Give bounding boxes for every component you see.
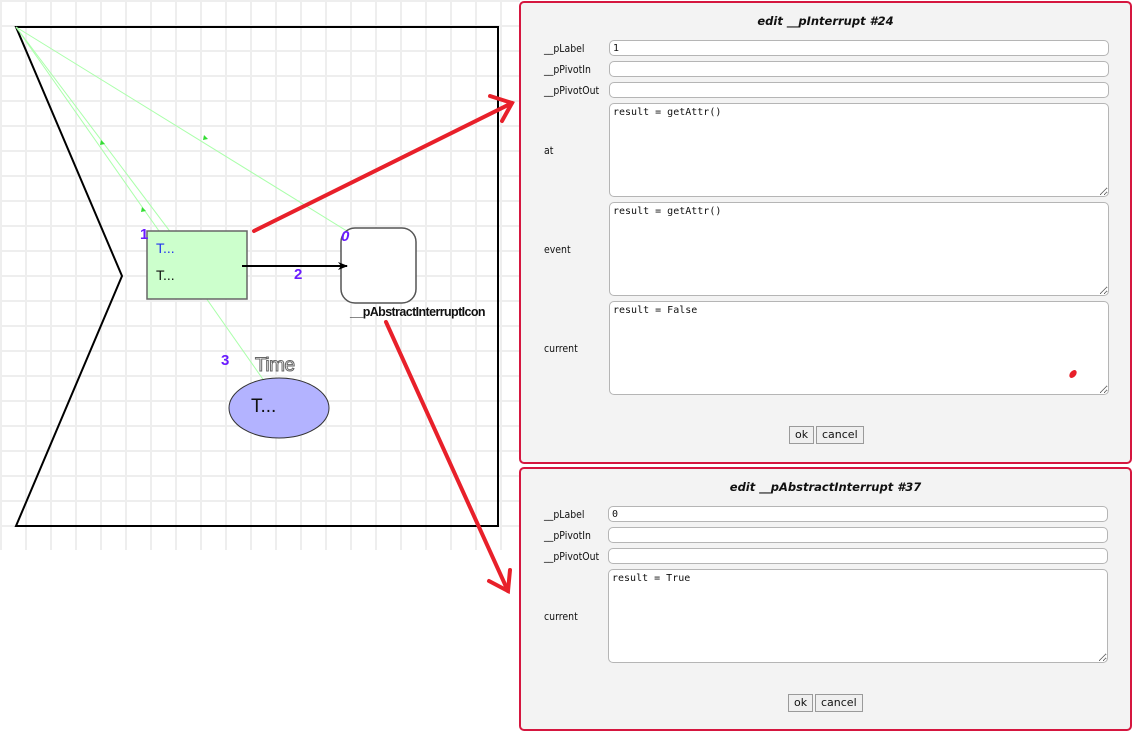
plabel-input[interactable] xyxy=(609,40,1109,56)
link-line xyxy=(15,26,194,263)
ppivotout-label: __pPivotOut xyxy=(544,550,600,563)
diagram-svg xyxy=(14,26,499,527)
event-label: event xyxy=(544,243,571,256)
container-shape[interactable] xyxy=(14,26,499,527)
edit-interrupt-dialog: edit __pInterrupt #24 __pLabel __pPivotI… xyxy=(519,1,1132,464)
link-marker xyxy=(141,207,146,212)
ppivotin-input[interactable] xyxy=(609,61,1109,77)
diagram-canvas[interactable]: 1 T... T... 0 __pAbstractInterruptIcon 2… xyxy=(0,0,520,550)
current-textarea[interactable]: result = True xyxy=(608,569,1108,663)
ppivotin-label: __pPivotIn xyxy=(544,529,591,542)
ok-button[interactable]: ok xyxy=(788,694,814,712)
interrupt-line1: T... xyxy=(156,240,175,256)
at-label: at xyxy=(544,144,554,157)
ppivotout-label: __pPivotOut xyxy=(544,84,600,97)
cancel-button[interactable]: cancel xyxy=(815,694,863,712)
time-title: Time xyxy=(255,355,296,377)
interrupt-number-label: 1 xyxy=(140,226,149,243)
current-label: current xyxy=(544,342,578,355)
ppivotout-input[interactable] xyxy=(609,82,1109,98)
interrupt-line2: T... xyxy=(156,267,175,283)
current-label: current xyxy=(544,610,578,623)
abstract-interrupt-node[interactable] xyxy=(340,227,417,304)
edit-abstract-interrupt-dialog: edit __pAbstractInterrupt #37 __pLabel _… xyxy=(519,467,1132,731)
at-textarea[interactable]: result = getAttr() xyxy=(609,103,1109,197)
interrupt-node[interactable] xyxy=(146,230,248,300)
ppivotin-input[interactable] xyxy=(608,527,1108,543)
event-textarea[interactable]: result = getAttr() xyxy=(609,202,1109,296)
ok-button[interactable]: ok xyxy=(789,426,815,444)
time-number-label: 3 xyxy=(221,352,230,369)
cancel-button[interactable]: cancel xyxy=(816,426,864,444)
ppivotin-label: __pPivotIn xyxy=(544,63,591,76)
abstract-interrupt-number-label: 0 xyxy=(341,228,350,245)
plabel-label: __pLabel xyxy=(544,508,585,521)
dialog-title: edit __pInterrupt #24 xyxy=(757,14,894,28)
plabel-input[interactable] xyxy=(608,506,1108,522)
dialog-title: edit __pAbstractInterrupt #37 xyxy=(729,480,922,494)
link-marker xyxy=(203,135,208,140)
time-node-text: T... xyxy=(251,396,277,417)
ppivotout-input[interactable] xyxy=(608,548,1108,564)
plabel-label: __pLabel xyxy=(544,42,585,55)
current-textarea[interactable]: result = False xyxy=(609,301,1109,395)
link-marker xyxy=(100,140,105,145)
time-node[interactable] xyxy=(228,377,330,439)
edge-number-label: 2 xyxy=(294,266,303,283)
abstract-interrupt-caption: __pAbstractInterruptIcon xyxy=(350,305,486,319)
